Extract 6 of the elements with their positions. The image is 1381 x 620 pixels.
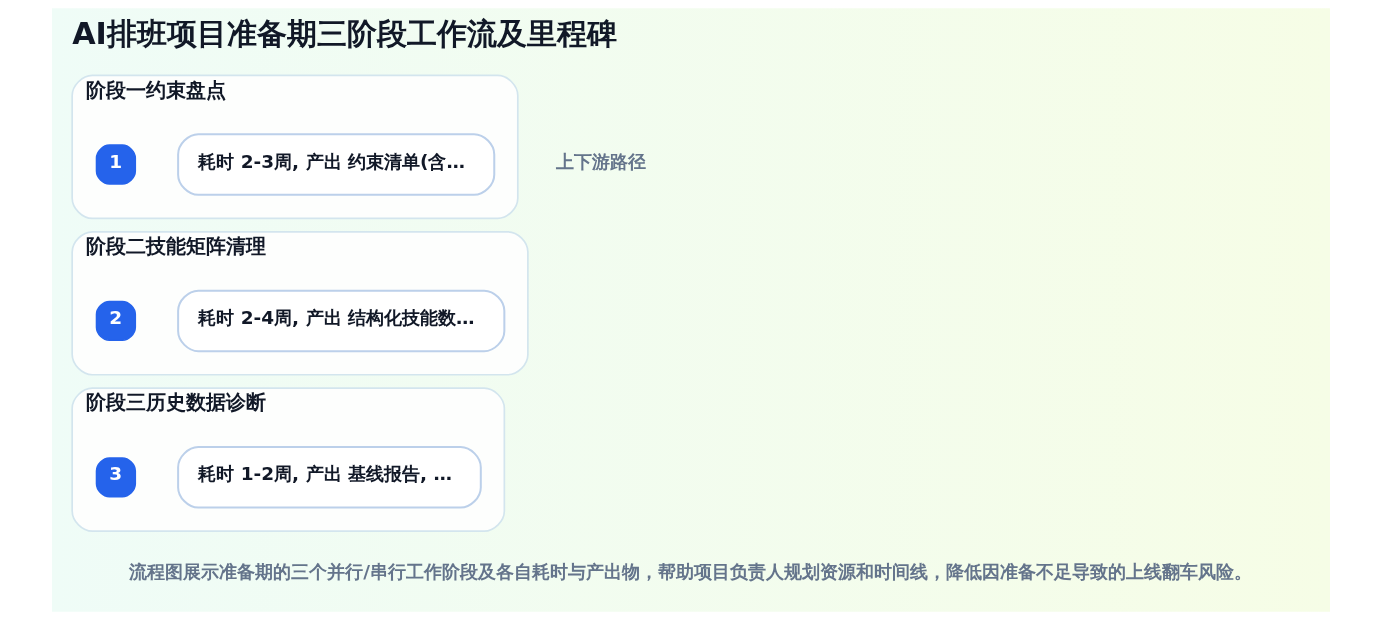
node-box: 耗时 2-3周, 产出 约束清单(含… — [176, 133, 495, 196]
caption: 流程图展示准备期的三个并行/串行工作阶段及各自耗时与产出物，帮助项目负责人规划资源和时间线，降低因准备不足导致的上线翻车风险。 — [128, 560, 1252, 582]
node-box: 耗时 2-4周, 产出 结构化技能数… — [176, 289, 505, 353]
node-box: 耗时 1-2周, 产出 基线报告, … — [176, 446, 482, 509]
diagram-title: AI排班项目准备期三阶段工作流及里程碑 — [71, 16, 617, 52]
label: 上下游路径 — [555, 150, 646, 172]
